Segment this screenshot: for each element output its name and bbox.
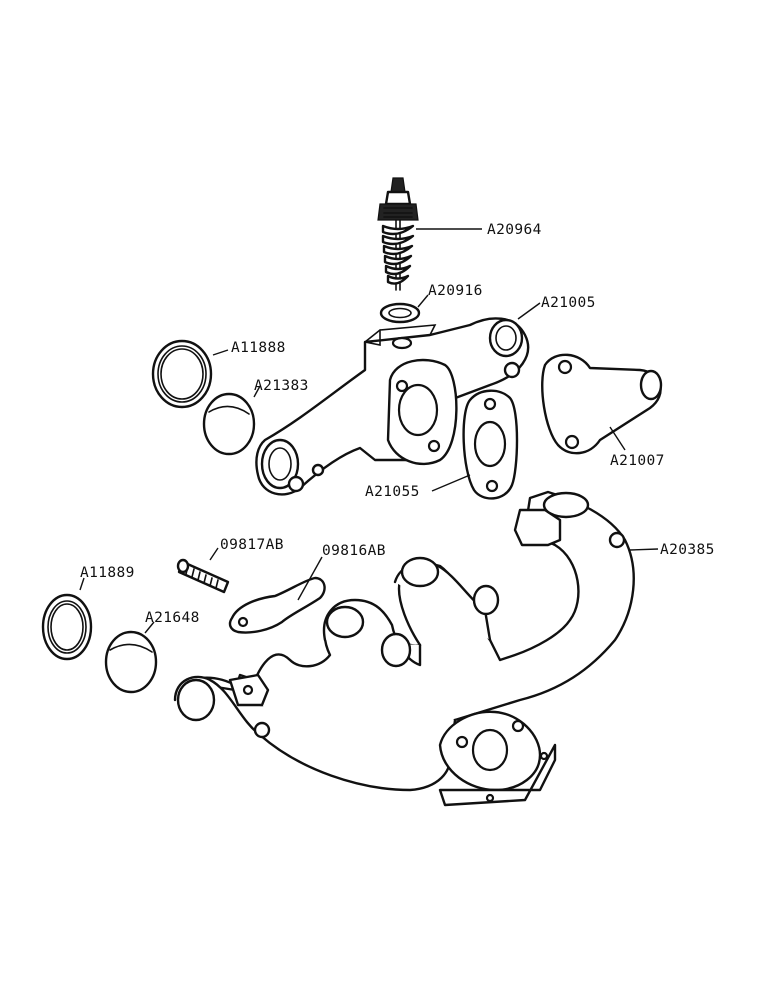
label-a20385: A20385 [660, 542, 715, 558]
label-a21007: A21007 [610, 453, 665, 469]
leader-lines [79, 228, 659, 634]
upper-manifold-a21005 [255, 317, 530, 496]
seal-ring-a11888 [151, 339, 213, 409]
stud-09817ab [176, 558, 230, 594]
label-a21005: A21005 [541, 295, 596, 311]
elbow-a21007 [541, 353, 663, 455]
label-09817ab: 09817AB [220, 537, 284, 553]
label-a20916: A20916 [428, 283, 483, 299]
label-a11888: A11888 [231, 340, 286, 356]
valve-spring-assembly [377, 177, 419, 291]
gasket-ring-a20916 [379, 302, 421, 324]
ring-a21648 [104, 630, 158, 694]
label-a20964: A20964 [487, 222, 542, 238]
part-labels: A20964 A20916 A21005 A11888 A21383 A2100… [80, 222, 715, 626]
label-09816ab: 09816AB [322, 543, 386, 559]
seal-ring-a11889 [41, 593, 93, 661]
label-a21383: A21383 [254, 378, 309, 394]
label-a11889: A11889 [80, 565, 135, 581]
gasket-a21055 [462, 389, 519, 500]
clamp-09816ab [228, 576, 326, 634]
lower-manifold-a20385 [173, 490, 635, 807]
ring-a21383 [202, 392, 256, 456]
label-a21648: A21648 [145, 610, 200, 626]
label-a21055: A21055 [365, 484, 420, 500]
